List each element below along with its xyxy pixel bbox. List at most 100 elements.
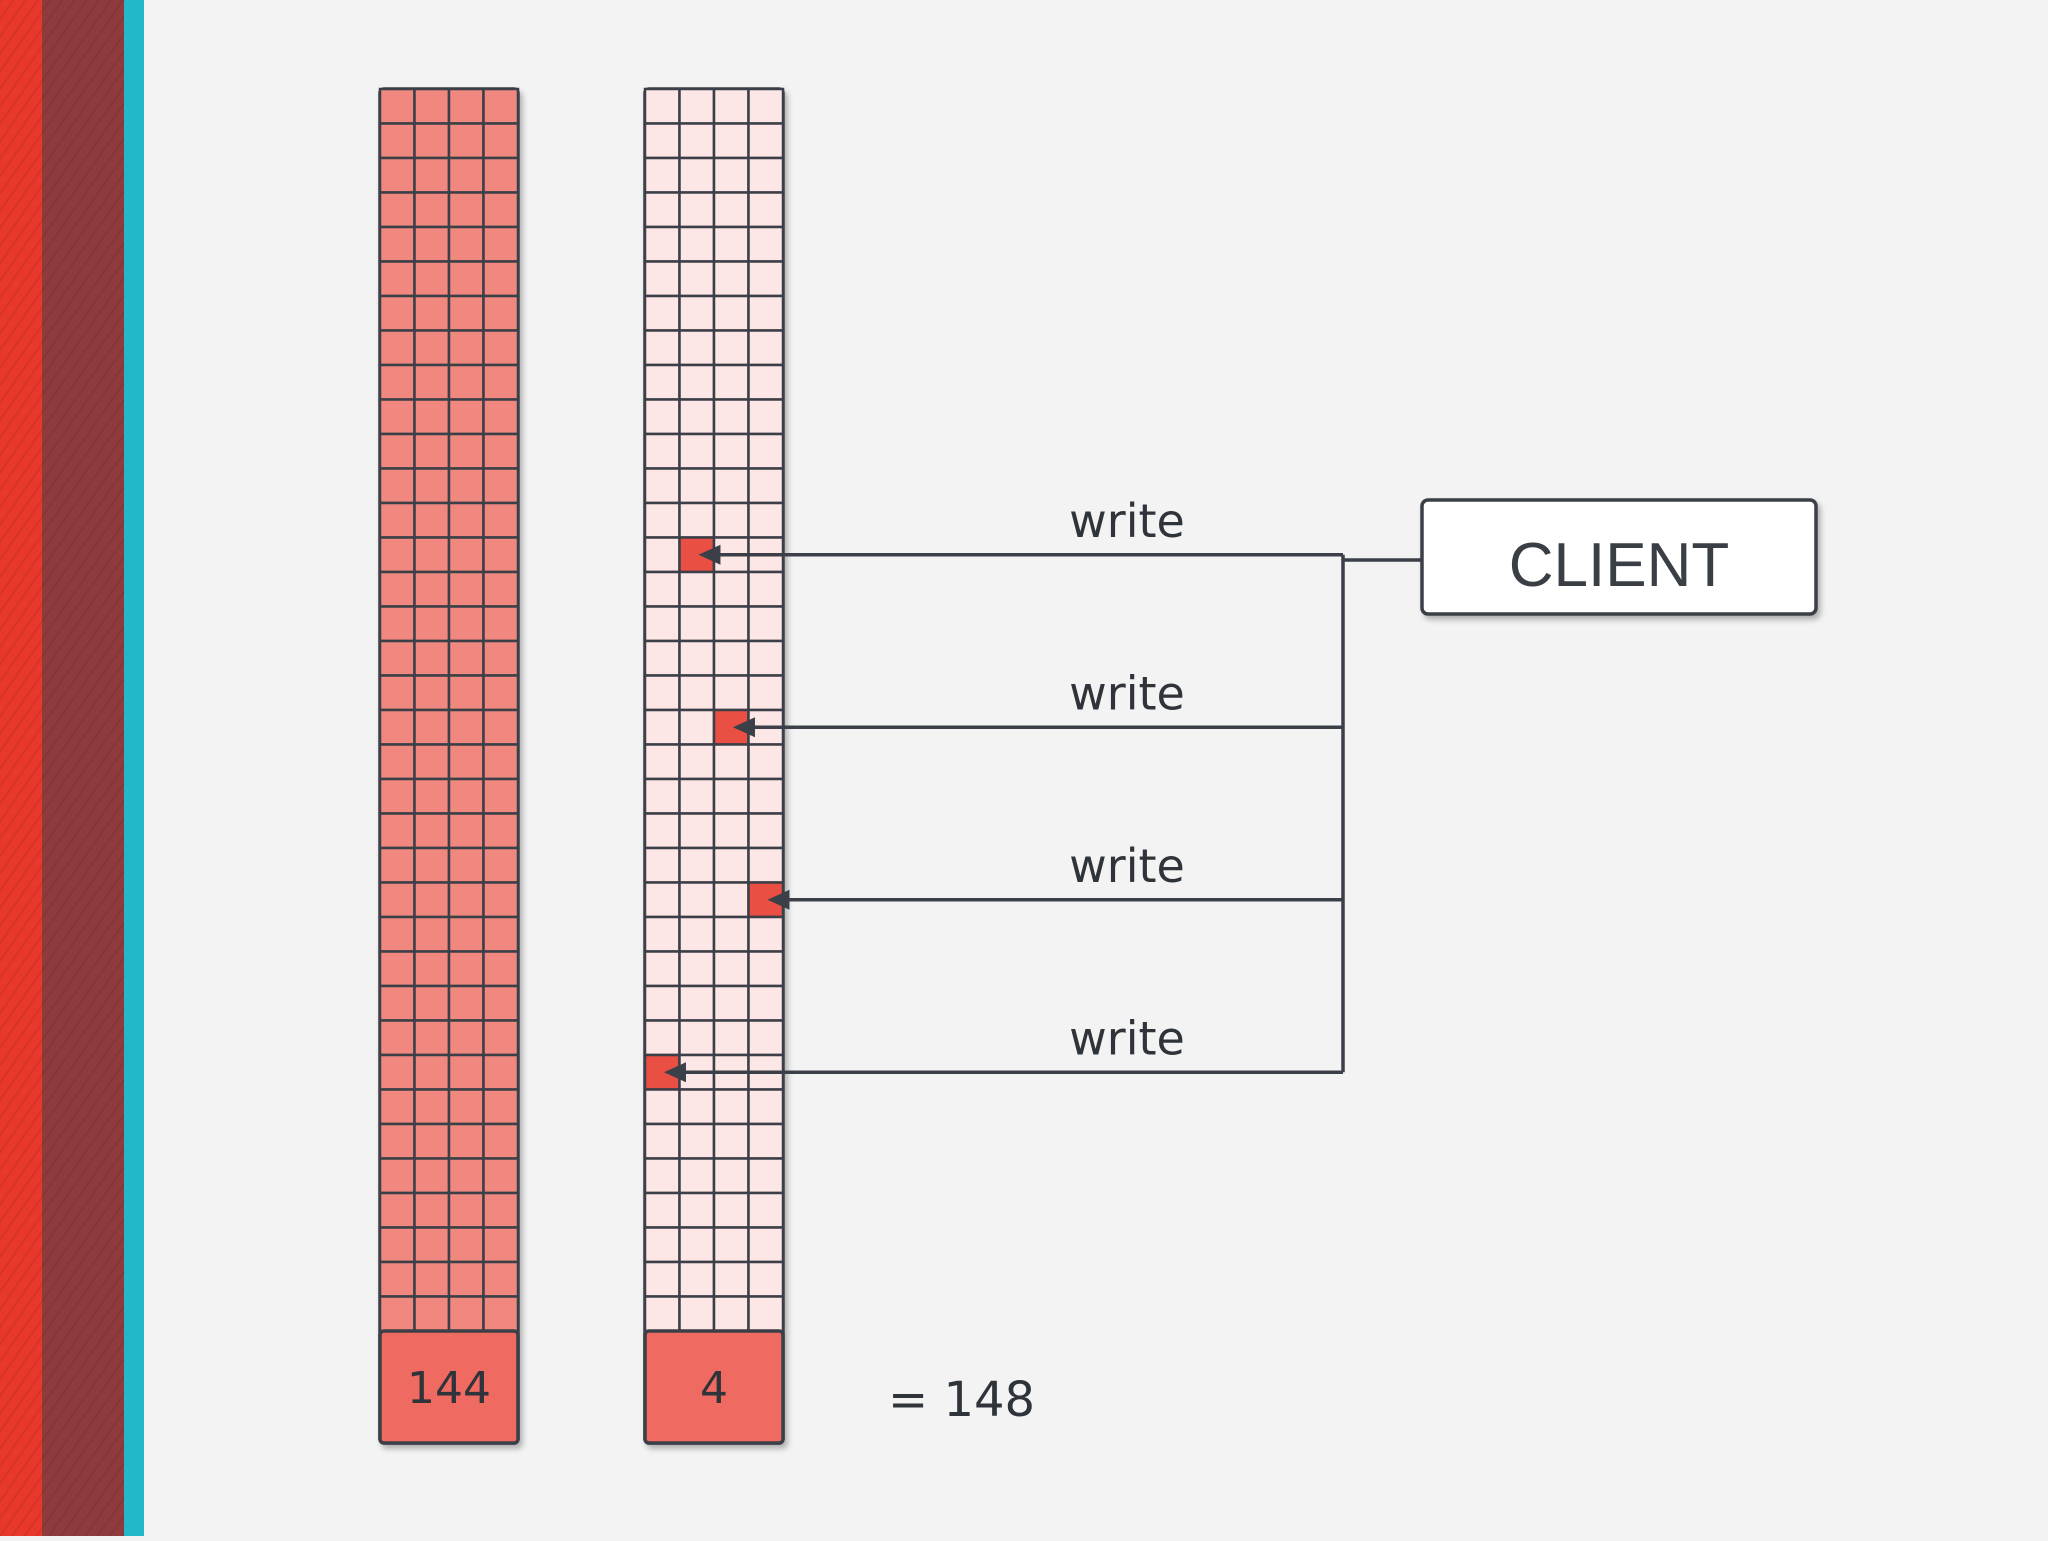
storage-cell	[447, 915, 485, 953]
storage-cell	[678, 915, 716, 953]
storage-cell	[678, 639, 716, 677]
storage-cell	[447, 881, 485, 919]
storage-cell	[447, 1226, 485, 1264]
storage-cell	[378, 1191, 416, 1229]
storage-cell	[378, 777, 416, 815]
write-label-3: write	[1069, 839, 1185, 893]
storage-cell	[482, 122, 520, 160]
storage-cell	[712, 743, 750, 781]
storage-cell	[447, 605, 485, 643]
storage-cell	[482, 156, 520, 194]
right-storage-column	[643, 87, 785, 1445]
storage-cell	[378, 708, 416, 746]
storage-cell	[678, 191, 716, 229]
storage-cell	[712, 777, 750, 815]
storage-cell	[413, 639, 451, 677]
storage-cell	[482, 1295, 520, 1333]
storage-cell	[447, 777, 485, 815]
storage-cell	[712, 501, 750, 539]
storage-cell	[678, 881, 716, 919]
storage-cell	[712, 639, 750, 677]
storage-cell	[447, 225, 485, 263]
storage-cell	[447, 639, 485, 677]
write-label-2: write	[1069, 666, 1185, 720]
storage-cell	[482, 1191, 520, 1229]
storage-cell	[482, 1260, 520, 1298]
storage-cell	[413, 363, 451, 401]
storage-cell	[482, 1019, 520, 1057]
storage-cell	[678, 156, 716, 194]
storage-cell	[482, 398, 520, 436]
storage-cell	[482, 984, 520, 1022]
storage-cell	[643, 984, 681, 1022]
storage-cell	[447, 1122, 485, 1160]
storage-cell	[378, 743, 416, 781]
storage-cell	[712, 1295, 750, 1333]
storage-cell	[378, 570, 416, 608]
storage-cell	[643, 743, 681, 781]
storage-cell	[678, 467, 716, 505]
storage-cell	[482, 605, 520, 643]
storage-cell	[747, 1226, 785, 1264]
storage-cell	[378, 156, 416, 194]
storage-cell	[678, 1295, 716, 1333]
storage-cell	[643, 1157, 681, 1195]
storage-cell	[378, 1088, 416, 1126]
storage-cell	[378, 398, 416, 436]
storage-cell	[378, 225, 416, 263]
storage-cell	[447, 1260, 485, 1298]
storage-cell	[447, 156, 485, 194]
storage-cell	[482, 1226, 520, 1264]
storage-cell	[643, 1088, 681, 1126]
storage-cell	[482, 812, 520, 850]
storage-cell	[378, 501, 416, 539]
storage-cell	[378, 915, 416, 953]
storage-cell	[747, 1157, 785, 1195]
storage-cell	[678, 87, 716, 125]
storage-cell	[678, 432, 716, 470]
storage-cell	[413, 743, 451, 781]
storage-cell	[747, 915, 785, 953]
storage-cell	[413, 674, 451, 712]
storage-cell	[482, 536, 520, 574]
storage-cell	[712, 87, 750, 125]
storage-cell	[712, 950, 750, 988]
storage-cell	[643, 1226, 681, 1264]
storage-cell	[482, 87, 520, 125]
storage-cell	[413, 950, 451, 988]
storage-cell	[378, 950, 416, 988]
storage-cell	[747, 191, 785, 229]
storage-cell	[643, 329, 681, 367]
storage-cell	[413, 225, 451, 263]
column-counter-block	[378, 1329, 520, 1445]
storage-cell	[643, 467, 681, 505]
storage-cell	[678, 1019, 716, 1057]
storage-cell	[643, 398, 681, 436]
storage-cell	[712, 156, 750, 194]
storage-cell	[413, 87, 451, 125]
storage-cell	[378, 812, 416, 850]
storage-cell	[482, 846, 520, 884]
storage-cell	[447, 87, 485, 125]
storage-cell	[643, 1260, 681, 1298]
storage-cell	[378, 329, 416, 367]
storage-cell	[447, 501, 485, 539]
storage-cell	[447, 432, 485, 470]
storage-cell	[643, 812, 681, 850]
storage-cell	[378, 1295, 416, 1333]
storage-cell	[643, 225, 681, 263]
storage-cell	[447, 1295, 485, 1333]
storage-cell	[712, 915, 750, 953]
storage-cell	[643, 122, 681, 160]
storage-cell	[447, 363, 485, 401]
write-label-1: write	[1069, 494, 1185, 548]
storage-cell	[413, 984, 451, 1022]
storage-cell	[678, 812, 716, 850]
storage-cell	[678, 743, 716, 781]
storage-cell	[712, 674, 750, 712]
storage-cell	[482, 674, 520, 712]
storage-cell	[747, 156, 785, 194]
storage-cell	[747, 743, 785, 781]
